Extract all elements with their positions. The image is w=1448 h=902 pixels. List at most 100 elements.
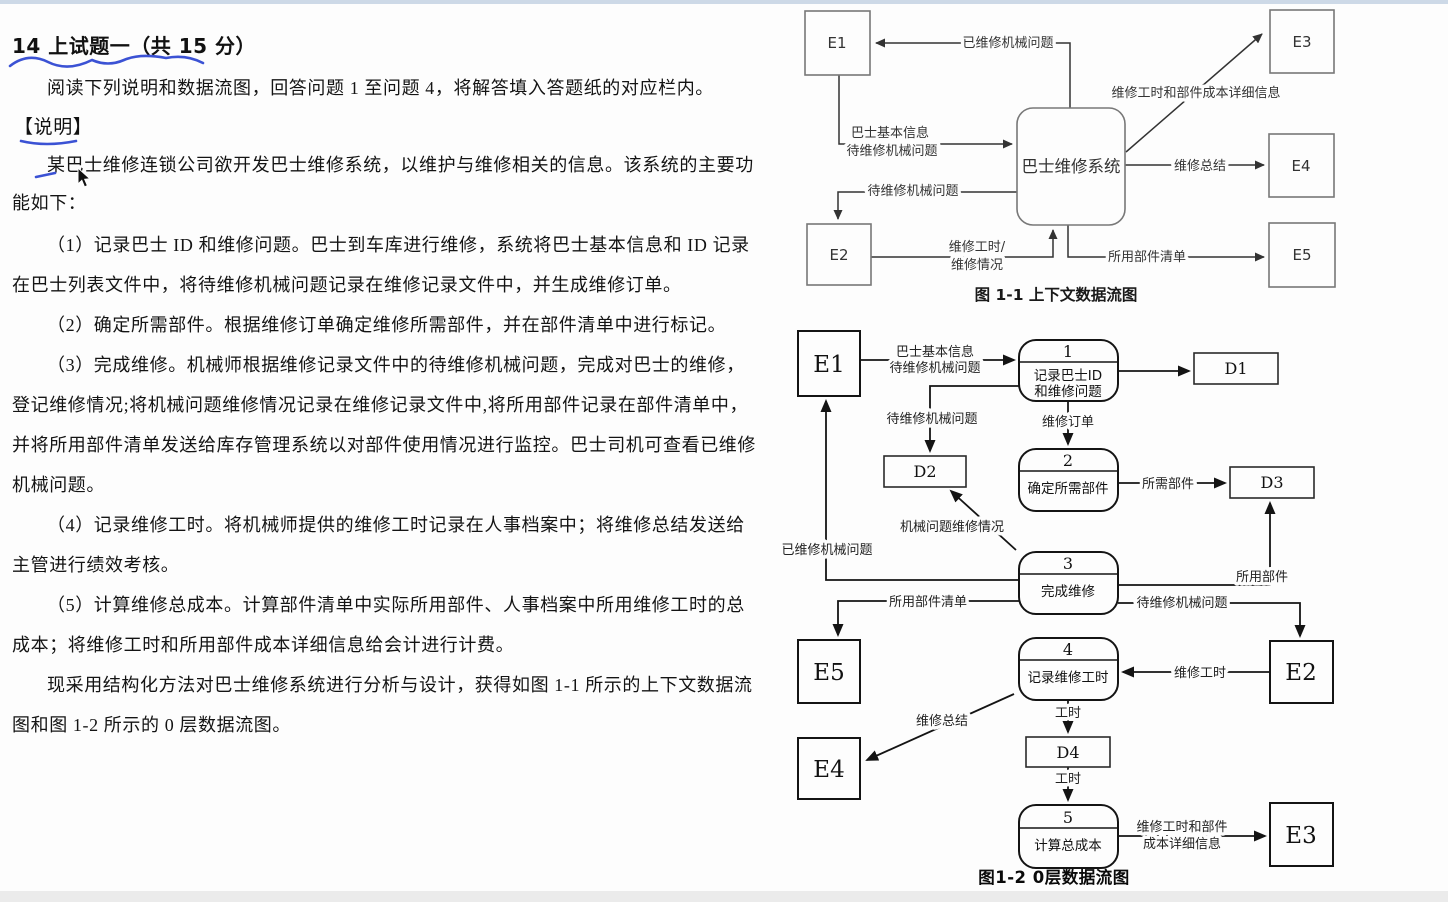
flow-line-repaired [820,399,1019,581]
fig1-caption: 图 1-1 上下文数据流图 [975,285,1138,304]
process-5-name: 计算总成本 [1034,838,1102,854]
flow-line-pending-out [833,191,1017,220]
process-4-number: 4 [1063,640,1073,659]
fig2-caption: 图1-2 0层数据流图 [978,867,1130,887]
system-process-label: 巴士维修系统 [1022,157,1121,176]
entity-e3-box [1269,9,1335,74]
flow-line-pending-e2 [1118,602,1306,638]
body-line: （5）计算维修总成本。计算部件清单中实际所用部件、人事档案中所用维修工时的总 [47,595,745,615]
process-2-name: 确定所需部件 [1028,481,1109,497]
flow-label-costdetail: 维修工时和部件成本详细信息 [1111,85,1280,101]
entity-e4-label: E4 [813,757,844,783]
body-line: （2）确定所需部件。根据维修订单确定维修所需部件，并在部件清单中进行标记。 [47,315,727,335]
body-line: 成本；将维修工时和所用部件成本详细信息给会计进行计费。 [12,635,515,655]
flow-label-pending-out: 待维修机械问题 [867,184,958,199]
store-d1-label: D1 [1224,359,1247,378]
flow-label-repaired: 已维修机械问题 [962,36,1053,51]
flow-label-cost-1: 维修工时和部件 [1136,820,1227,835]
body-line: 图和图 1-2 所示的 0 层数据流图。 [12,715,291,735]
body-line: 现采用结构化方法对巴士维修系统进行分析与设计，获得如图 1-1 所示的上下文数据… [47,675,753,695]
body-line: 某巴士维修连锁公司欲开发巴士维修系统，以维护与维修相关的信息。该系统的主要功 [47,155,754,175]
entity-e2-box [806,223,872,286]
flow-label-summary: 维修总结 [916,714,968,729]
flow-label-businfo: 巴士基本信息 [851,125,929,141]
entity-e2-label: E2 [829,246,848,264]
flow-line-repair-status [949,489,1017,551]
process-2: 2 确定所需部件 [1018,448,1119,512]
flow-label-repaired: 已维修机械问题 [781,543,872,558]
process-3-name: 完成维修 [1041,584,1095,600]
entity-e2-label: E2 [1285,660,1316,686]
page-title: 14 上试题一（共 15 分） [12,34,257,58]
context-dfd: E1 E2 E3 E4 E5 巴士维修系统 已维修机械问题 维修工时和部件成本详… [804,9,1336,304]
flow-label-summary: 维修总结 [1174,159,1226,174]
flow-label-repair-status: 机械问题维修情况 [900,520,1004,535]
flow-line-summary [865,693,1015,761]
flow-line-partslist [832,600,1019,637]
store-d4-label: D4 [1056,743,1079,762]
top-strip [0,0,1448,4]
level0-dfd: E1 E2 E3 E4 E5 D1 D2 D3 D4 1 记录巴士ID 和维修问… [778,330,1334,887]
process-4: 4 记录维修工时 [1018,637,1119,701]
entity-e5-box [1268,222,1336,288]
process-1: 1 记录巴士ID 和维修问题 [1018,339,1119,402]
entity-e1-box [804,10,871,76]
process-1-number: 1 [1063,342,1073,361]
entity-e5-label: E5 [813,660,844,686]
flow-label-partslist: 所用部件清单 [1108,250,1186,265]
body-line: 并将所用部件清单发送给库存管理系统以对部件使用情况进行监控。巴士司机可查看已维修 [12,435,756,455]
entity-e3-label: E3 [1285,823,1316,849]
store-d1-box [1193,352,1279,385]
body-line: （4）记录维修工时。将机械师提供的维修工时记录在人事档案中；将维修总结发送给 [47,515,745,535]
intro-line: 阅读下列说明和数据流图，回答问题 1 至问题 4，将解答填入答题纸的对应栏内。 [47,78,714,98]
process-3-box [1018,551,1119,615]
process-5-box [1018,804,1119,869]
body-line: 在巴士列表文件中，将待维修机械问题记录在维修记录文件中，并生成维修订单。 [12,275,682,295]
process-1-name: 记录巴士ID [1034,368,1102,384]
flow-line-pending-d2 [924,385,1019,453]
body-line: （3）完成维修。机械师根据维修记录文件中的待维修机械问题，完成对巴士的维修， [47,355,745,375]
entity-e4-box [797,737,861,800]
flow-label-order: 维修订单 [1042,415,1094,430]
entity-e4-box [1268,133,1335,198]
body-line: 能如下： [12,193,87,213]
process-3: 3 完成维修 [1018,551,1119,615]
flow-label-businfo-2: 待维修机械问题 [889,361,980,376]
flow-label-hours-2: 维修情况 [951,258,1003,273]
flow-line-used-parts [1118,501,1276,586]
body-line: 主管进行绩效考核。 [12,555,180,575]
entity-e5-box [797,639,861,704]
entity-e5-label: E5 [1292,246,1311,264]
flow-line-costdetail [1125,33,1263,153]
entity-e3-box [1269,802,1334,867]
flow-line-repaired [875,38,1071,108]
store-d4-box [1025,736,1111,768]
process-5-number: 5 [1063,808,1073,827]
process-5: 5 计算总成本 [1018,804,1119,869]
body-line: 机械问题。 [12,475,105,495]
shuoming-underline [19,139,78,146]
entity-e1-label: E1 [827,34,846,52]
process-2-number: 2 [1063,451,1073,470]
flow-label-cost-2: 成本详细信息 [1143,836,1221,852]
store-d3-box [1229,466,1315,499]
store-d2-box [883,455,967,488]
flow-label-hours-p5: 工时 [1055,772,1081,787]
flow-label-needed-parts: 所需部件 [1142,477,1194,492]
flow-label-pending-d2: 待维修机械问题 [886,412,977,427]
body-line: 登记维修情况;将机械问题维修情况记录在维修记录文件中,将所用部件记录在部件清单中… [12,395,749,415]
flow-line-hours [871,229,1058,258]
entity-e1-label: E1 [813,352,844,378]
section-header: 【说明】 [14,117,93,138]
flow-label-hours-1: 维修工时/ [949,240,1006,255]
flow-label-hours-d4: 工时 [1055,706,1081,721]
flow-label-businfo-1: 巴士基本信息 [896,344,974,360]
flow-line-partslist [1067,225,1265,262]
process-4-name: 记录维修工时 [1028,670,1109,686]
entity-e1-box [797,330,861,397]
store-d2-label: D2 [913,462,936,481]
process-2-box [1018,448,1119,512]
flow-label-hours-e2: 维修工时 [1174,666,1226,681]
store-d3-label: D3 [1260,473,1283,492]
body-line: （1）记录巴士 ID 和维修问题。巴士到车库进行维修，系统将巴士基本信息和 ID… [47,235,750,255]
